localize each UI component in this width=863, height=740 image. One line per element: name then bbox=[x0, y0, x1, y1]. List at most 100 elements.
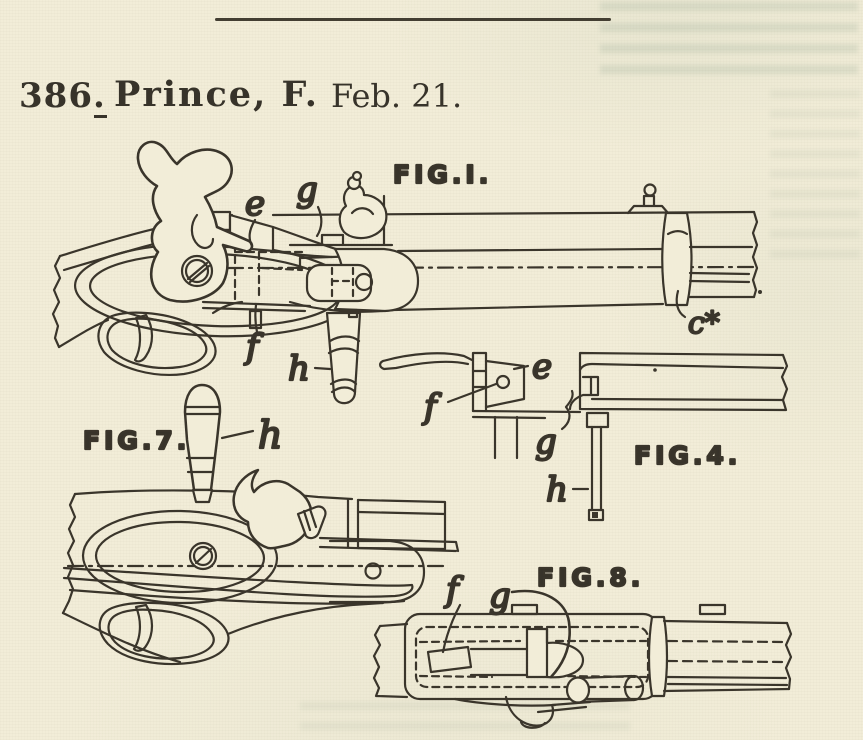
fig8-inner-dashes bbox=[418, 639, 648, 679]
fig1-barrel-second-line bbox=[396, 247, 665, 253]
section-divider-rule bbox=[215, 18, 611, 21]
fig1-lever-handle bbox=[325, 311, 362, 405]
fig8-barrel-dashes bbox=[666, 639, 787, 664]
fig8-barrel-break bbox=[784, 621, 793, 691]
fig1-guard-front-curve bbox=[211, 300, 244, 315]
fig7-guard-tail bbox=[226, 601, 385, 636]
fig7-lockplate-inner bbox=[94, 520, 266, 594]
fig4-label-h: h bbox=[546, 470, 568, 510]
fig1-leader-f bbox=[254, 303, 259, 334]
fig4-latch bbox=[568, 375, 600, 411]
fig4-bar-dot bbox=[653, 368, 657, 372]
fig8-drawing bbox=[372, 589, 793, 729]
fig1-trigger bbox=[133, 313, 154, 363]
fig8-knob-line bbox=[536, 705, 588, 714]
fig1-stock-break-edge bbox=[51, 254, 62, 349]
fig1-rear-sight bbox=[626, 194, 670, 215]
fig8-knob-tip bbox=[519, 720, 547, 729]
fig4-plate bbox=[484, 359, 526, 409]
fig8-lip bbox=[453, 697, 557, 707]
fig7-guard-inner bbox=[107, 608, 215, 660]
fig1-hammer bbox=[136, 140, 254, 303]
fig1-leader-c bbox=[675, 289, 687, 319]
fig1-housing-lobe bbox=[305, 263, 373, 303]
fig4-label-f: f bbox=[421, 387, 442, 427]
fig7-drum-lines bbox=[302, 507, 318, 532]
fig4-hatch-lines bbox=[493, 415, 519, 460]
fig1-dot bbox=[758, 290, 762, 294]
fig8-leader-g bbox=[510, 589, 571, 679]
fig4-label-e: e bbox=[532, 347, 552, 387]
fig1-sear-tab bbox=[248, 309, 263, 330]
fig1-barrel-right-lines bbox=[688, 245, 756, 299]
fig7-handle-foot bbox=[191, 488, 214, 504]
fig1-barrel-bottom-line bbox=[391, 302, 665, 312]
fig4-band bbox=[471, 351, 488, 413]
fig4-leader-f bbox=[446, 382, 498, 404]
fig1-lever-tab bbox=[347, 308, 359, 319]
fig1-housing-hidden-box bbox=[330, 266, 355, 298]
fig7-screw-inner bbox=[192, 545, 214, 567]
fig1-hammer-curl bbox=[190, 213, 215, 249]
fig4-bar-inner-lines bbox=[578, 362, 785, 402]
fig1-hidden-lines bbox=[233, 230, 304, 302]
fig7-housing-ring bbox=[364, 562, 382, 580]
fig1-leader-g bbox=[315, 205, 323, 238]
fig7-lower-gun-drawing bbox=[61, 468, 460, 666]
entry-number: 386. bbox=[19, 76, 107, 118]
fig7-label-h: h bbox=[258, 413, 282, 457]
fig1-hammer-screw-inner bbox=[184, 258, 210, 284]
fig7-gun-top-edge bbox=[73, 489, 354, 501]
fig8-label-f: f bbox=[443, 570, 464, 610]
fig1-label-c-star: c* bbox=[688, 306, 720, 341]
fig1-leader-h bbox=[313, 366, 332, 371]
fig1-cock-plate bbox=[288, 233, 394, 247]
fig4-rod-foot-fill bbox=[592, 512, 598, 518]
inventor-name: Prince, F. bbox=[114, 74, 319, 115]
fig4-rod-foot bbox=[587, 508, 605, 522]
fig8-caption: FIG.8. bbox=[537, 563, 644, 592]
fig1-trigger-guard-inner bbox=[106, 317, 208, 370]
fig4-plate-pin bbox=[495, 374, 511, 390]
fig4-rod bbox=[590, 425, 603, 512]
fig7-leader-h bbox=[220, 429, 255, 440]
fig4-base-lines bbox=[471, 409, 582, 420]
fig1-cock-tip bbox=[351, 170, 363, 182]
fig4-bar-outline bbox=[578, 351, 789, 412]
fig8-stock-break bbox=[372, 622, 409, 699]
fig4-rod-head bbox=[585, 411, 610, 429]
fig8-cylinder-cap-right bbox=[623, 674, 645, 702]
fig7-handle-drawing bbox=[183, 383, 255, 504]
fig7-trigger bbox=[132, 603, 154, 652]
fig7-gun-break-edge bbox=[61, 492, 77, 615]
fig4-drawing bbox=[379, 351, 789, 522]
fig4-leader-e bbox=[512, 364, 530, 371]
patent-entry-heading: 386. Prince, F. Feb. 21. bbox=[0, 0, 863, 120]
fig8-leader-f bbox=[441, 603, 462, 654]
fig1-screw-slot bbox=[186, 261, 211, 284]
fig1-lever-bands bbox=[327, 335, 361, 394]
fig1-sight-ring bbox=[643, 183, 657, 197]
fig8-knob bbox=[504, 695, 592, 727]
fig4-leader-g bbox=[560, 389, 574, 431]
fig1-label-h: h bbox=[288, 349, 310, 389]
fig1-trigger-guard-outer bbox=[97, 311, 217, 376]
fig7-lockplate-outer bbox=[81, 509, 279, 605]
fig1-barrel-band bbox=[661, 211, 693, 307]
fig7-handle bbox=[183, 383, 222, 492]
fig8-tab-left bbox=[510, 603, 539, 616]
fig4-caption: FIG.4. bbox=[634, 441, 741, 470]
fig8-tab-right bbox=[698, 603, 727, 616]
fig1-label-g: g bbox=[296, 170, 318, 210]
fig8-slanted-block bbox=[426, 645, 473, 674]
fig8-barrel-lines bbox=[662, 619, 791, 693]
fig7-caption: FIG.7. bbox=[83, 426, 190, 455]
fig7-belly-lines bbox=[62, 566, 414, 605]
fig7-housing bbox=[328, 539, 426, 604]
fig8-label-g: g bbox=[489, 576, 511, 616]
fig4-arm bbox=[379, 352, 474, 371]
fig1-label-e: e bbox=[245, 184, 265, 224]
fig1-label-f: f bbox=[243, 327, 264, 367]
